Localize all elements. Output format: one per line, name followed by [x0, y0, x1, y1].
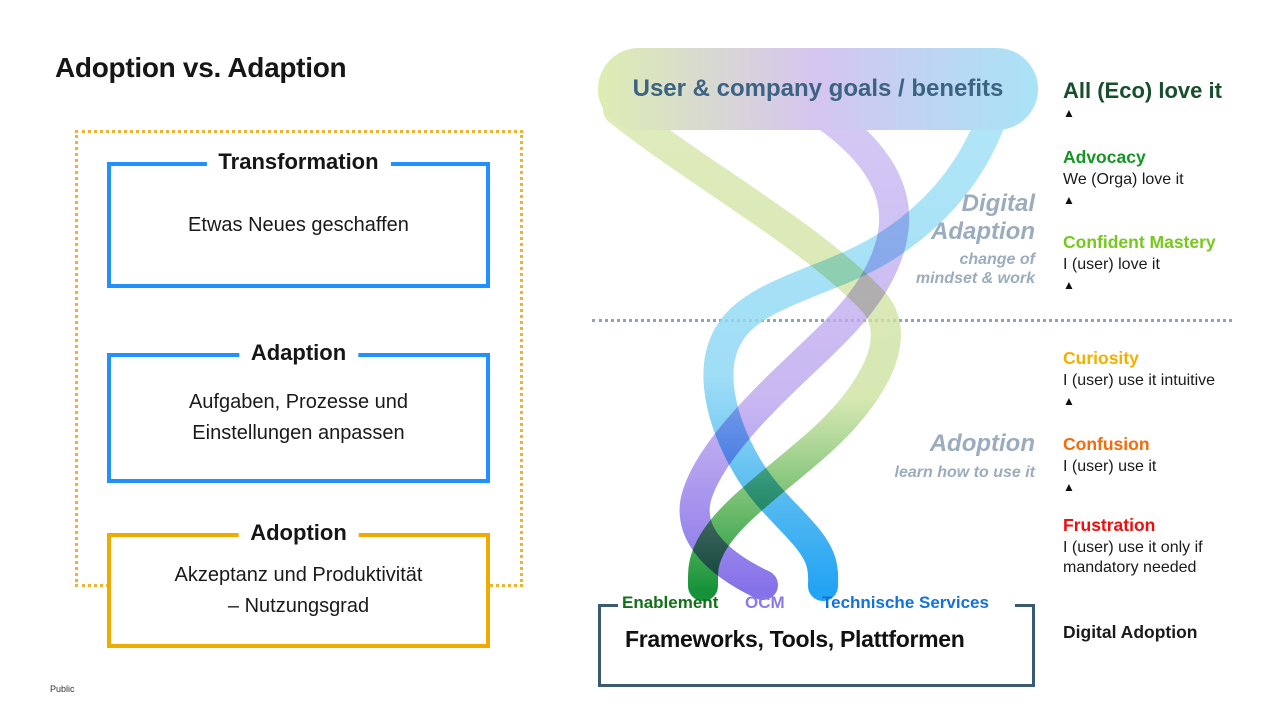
up-triangle-icon: ▲	[1063, 193, 1075, 208]
adaption-box-body: Aufgaben, Prozesse und Einstellungen anp…	[188, 391, 409, 444]
transformation-box-label: Transformation	[206, 149, 391, 175]
stage-subtitle: I (user) use it intuitive	[1063, 372, 1216, 390]
adoption-annotation: Adoption learn how to use it	[895, 430, 1035, 482]
digital-adaption-subtitle: change of mindset & work	[915, 251, 1035, 288]
up-triangle-icon: ▲	[1063, 480, 1075, 495]
transformation-box: Transformation Etwas Neues geschaffen	[107, 149, 490, 288]
stage-confusion: Confusion I (user) use it ▲	[1063, 434, 1268, 493]
stage-title: Confident Mastery	[1063, 232, 1216, 252]
adoption-box-label: Adoption	[238, 520, 359, 546]
stage-subtitle: We (Orga) love it	[1063, 171, 1184, 189]
stage-title: Frustration	[1063, 515, 1156, 535]
stage-subtitle: I (user) use it	[1063, 458, 1157, 476]
stage-digital-adoption: Digital Adoption	[1063, 622, 1268, 642]
dotted-separator-line	[592, 319, 1232, 322]
goals-banner-label: User & company goals / benefits	[632, 75, 1004, 102]
adoption-annotation-title: Adoption	[929, 430, 1035, 457]
bracket-corner-left	[601, 604, 618, 607]
foundation-label: Frameworks, Tools, Plattformen	[625, 626, 965, 652]
transformation-box-body: Etwas Neues geschaffen	[188, 213, 409, 236]
enablement-label: Enablement	[622, 593, 719, 612]
digital-adaption-title: Digital Adaption	[931, 190, 1035, 245]
adaption-box: Adaption Aufgaben, Prozesse und Einstell…	[107, 340, 490, 483]
ocm-ribbon	[679, 91, 910, 600]
adoption-box: Adoption Akzeptanz und Produktivität – N…	[107, 520, 490, 648]
stage-frustration: Frustration I (user) use it only if mand…	[1063, 515, 1268, 578]
foundation-bracket-box: Frameworks, Tools, Plattformen	[598, 604, 1035, 687]
digital-adaption-annotation: Digital Adaption change of mindset & wor…	[916, 190, 1035, 289]
stage-subtitle: I (user) love it	[1063, 256, 1160, 274]
up-triangle-icon: ▲	[1063, 394, 1075, 409]
stage-title: Confusion	[1063, 434, 1150, 454]
stage-title: Advocacy	[1063, 147, 1146, 167]
up-triangle-icon: ▲	[1063, 278, 1075, 293]
up-triangle-icon: ▲	[1063, 106, 1075, 121]
stage-advocacy: Advocacy We (Orga) love it ▲	[1063, 147, 1268, 206]
stage-title: All (Eco) love it	[1063, 78, 1222, 103]
confidentiality-label: Public	[50, 684, 75, 694]
bracket-corner-right	[1015, 604, 1032, 607]
ocm-label: OCM	[745, 593, 785, 612]
adoption-box-body: Akzeptanz und Produktivität – Nutzungsgr…	[174, 563, 423, 617]
stage-confident-mastery: Confident Mastery I (user) love it ▲	[1063, 232, 1268, 291]
stage-subtitle: I (user) use it only if mandatory needed	[1063, 539, 1203, 577]
stage-title: Digital Adoption	[1063, 622, 1198, 642]
adaption-box-label: Adaption	[238, 340, 359, 366]
enablement-ribbon	[603, 95, 901, 601]
stage-all-eco-love-it: All (Eco) love it ▲	[1063, 78, 1268, 119]
stage-title: Curiosity	[1063, 348, 1139, 368]
technische-services-label: Technische Services	[822, 593, 989, 612]
technische-services-ribbon	[703, 91, 1011, 601]
page-title: Adoption vs. Adaption	[55, 52, 347, 83]
adoption-annotation-subtitle: learn how to use it	[894, 463, 1035, 481]
stage-curiosity: Curiosity I (user) use it intuitive ▲	[1063, 348, 1268, 407]
